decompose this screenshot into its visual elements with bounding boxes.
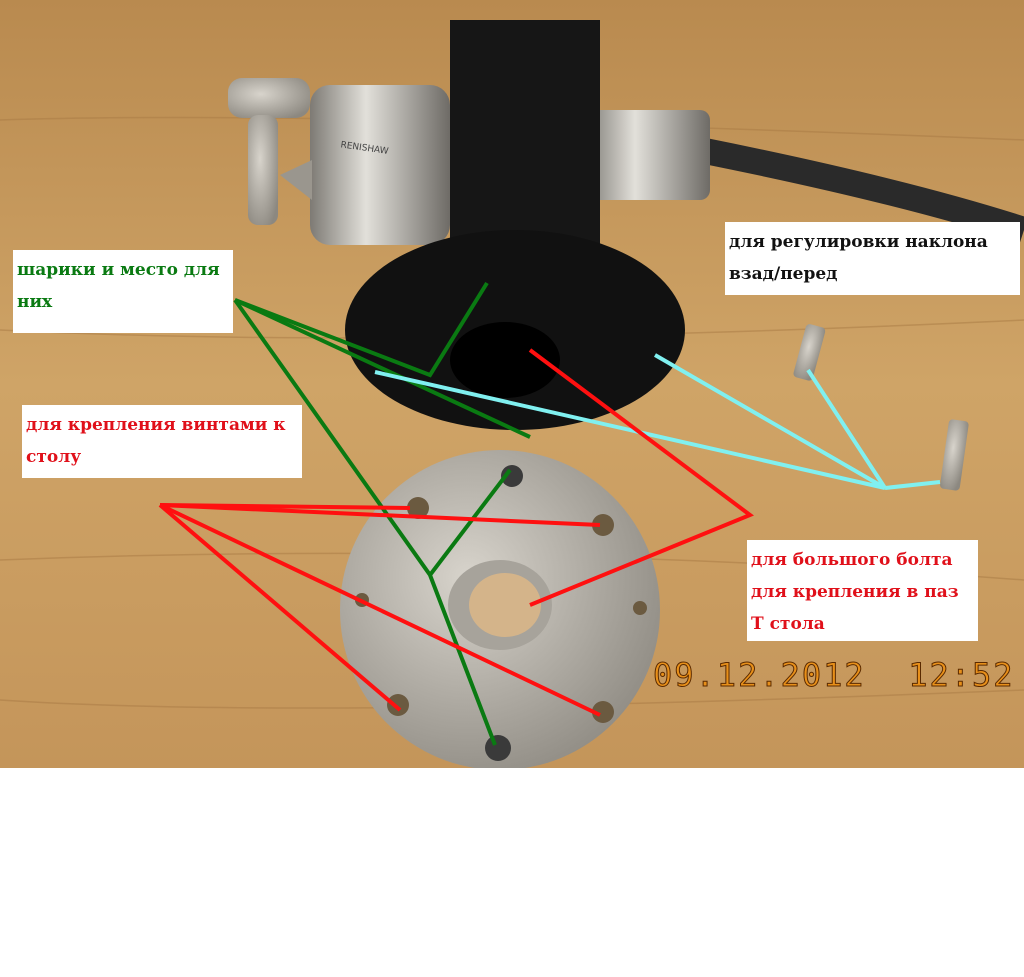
ball	[501, 465, 523, 487]
green-pointer-lines	[233, 281, 531, 746]
probe-mount-photo: RENISHAW	[0, 0, 1024, 768]
screw	[940, 419, 969, 491]
probe-knob	[228, 78, 310, 118]
center-hole	[469, 573, 541, 637]
black-housing	[450, 20, 600, 260]
cyan-pointer-lines	[374, 353, 941, 490]
screw	[793, 324, 826, 381]
cable-fitting	[585, 110, 710, 200]
ball	[485, 735, 511, 761]
date-timestamp: 09.12.2012 12:52	[653, 656, 1015, 695]
probe-body	[310, 85, 450, 245]
label-table-screws: для крепления винтами к столу	[22, 405, 302, 478]
red-pointer-lines	[158, 348, 755, 717]
label-balls: шарики и место для них	[13, 250, 233, 333]
cable	[697, 137, 1024, 243]
label-tilt-adjust: для регулировки наклона взад/перед	[725, 222, 1020, 295]
label-big-bolt: для большого болта для крепления в паз Т…	[747, 540, 978, 641]
